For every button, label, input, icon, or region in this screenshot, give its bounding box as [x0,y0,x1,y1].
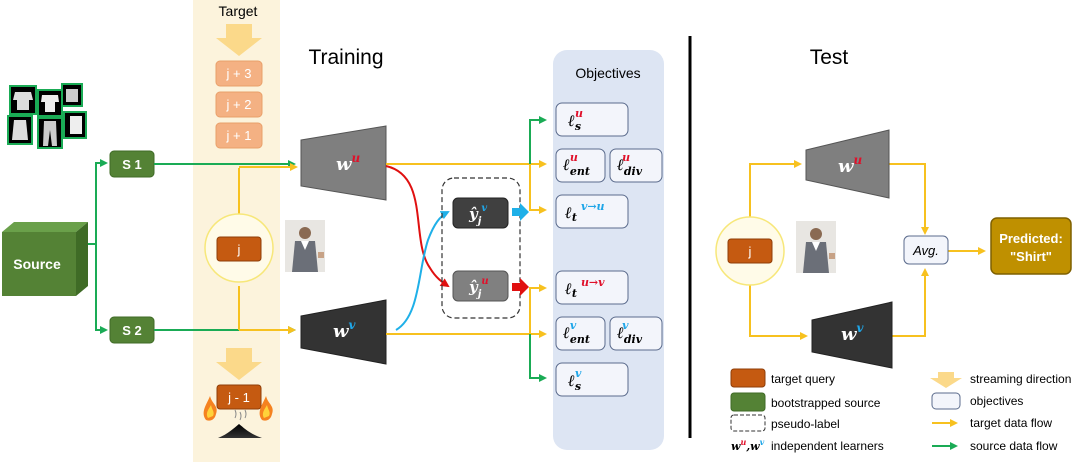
svg-text:ℓsv: ℓsv [567,367,582,393]
queue-box: j + 3 [215,60,263,87]
svg-text:ŷjv: ŷjv [468,203,487,227]
smoke-icon [234,409,247,421]
svg-text:Avg.: Avg. [912,243,939,258]
training-title: Training [308,46,383,69]
person-photo-icon [285,220,325,272]
svg-text:ŷju: ŷju [468,276,489,300]
streaming-arrow-icon [216,348,262,380]
objective-ls-u: ℓsu [555,102,629,137]
target-flow-lines [238,163,298,334]
svg-text:ℓtv→u: ℓtv→u [564,200,605,224]
svg-text:S 2: S 2 [122,323,142,338]
objective-lent-u: ℓentu [555,148,606,183]
clothing-thumbnails-icon [7,83,87,149]
streaming-arrow-icon [930,372,962,388]
svg-text:wu,wv: wu,wv [731,437,765,453]
test-query-box: j [727,238,773,264]
svg-text:streaming direction: streaming direction [970,372,1071,386]
pseudo-label-u-box: ŷju [452,270,509,302]
svg-text:wu: wu [336,151,361,175]
objective-lent-v: ℓentv [555,316,606,351]
svg-text:pseudo-label: pseudo-label [771,417,840,431]
queue-box: j + 1 [215,122,263,149]
svg-text:ℓsu: ℓsu [567,107,583,133]
ash-pile-icon [218,424,262,438]
svg-text:wu: wu [838,153,863,177]
test-learner-v-trapezoid: wv [811,301,893,369]
objective-lt-uv: ℓtu→v [555,270,629,305]
svg-text:independent learners: independent learners [771,439,884,453]
s2-box: S 2 [109,316,155,344]
svg-text:wv: wv [333,318,357,342]
learner-v-flow [386,284,547,382]
streaming-arrow-icon [216,24,262,56]
objectives-title: Objectives [575,65,640,81]
source-cube: Source [2,222,88,296]
test-learner-u-trapezoid: wu [805,129,890,199]
pseudo-label-v-flow [395,211,450,331]
svg-text:source data flow: source data flow [970,439,1058,453]
learner-v-trapezoid: wv [300,299,387,365]
test-flow-lines [749,160,986,340]
legend: target query bootstrapped source pseudo-… [730,368,1071,453]
svg-text:ℓdivv: ℓdivv [616,319,643,346]
test-title: Test [810,46,849,69]
svg-text:objectives: objectives [970,394,1023,408]
fire-icon [259,396,273,421]
objective-ls-v: ℓsv [555,362,629,397]
current-query-box: j [216,236,262,262]
pseudo-label-container [441,177,521,319]
objective-ldiv-u: ℓdivu [609,148,663,183]
objective-lt-vu: ℓtv→u [555,194,629,229]
svg-text:ℓentv: ℓentv [562,319,590,346]
predicted-box: Predicted: "Shirt" [990,217,1072,275]
s1-box: S 1 [109,150,155,178]
objective-ldiv-v: ℓdivv [609,316,663,351]
svg-text:"Shirt": "Shirt" [1010,249,1052,264]
svg-text:j + 3: j + 3 [226,66,252,81]
svg-text:target data flow: target data flow [970,416,1052,430]
learner-u-trapezoid: wu [300,125,387,201]
pseudo-label-u-flow [385,165,450,288]
past-query-box: j - 1 [216,384,262,410]
pseudo-v-arrow [512,203,529,221]
svg-text:target query: target query [771,372,835,386]
avg-box: Avg. [903,235,949,265]
svg-text:ℓtu→v: ℓtu→v [564,276,605,300]
svg-text:ℓentu: ℓentu [562,151,590,178]
source-flow-lines [88,159,108,334]
pseudo-u-arrow [512,278,529,296]
svg-text:Predicted:: Predicted: [999,231,1063,246]
svg-text:j - 1: j - 1 [227,390,250,405]
fire-icon [203,396,217,421]
learner-u-flow [386,116,547,214]
svg-text:j: j [237,242,241,257]
svg-text:S 1: S 1 [122,157,142,172]
person-photo-icon [796,221,836,273]
svg-text:j + 1: j + 1 [226,128,252,143]
svg-text:bootstrapped source: bootstrapped source [771,396,881,410]
svg-text:j: j [748,244,752,259]
pseudo-label-v-box: ŷjv [452,197,509,229]
svg-text:Source: Source [13,256,61,272]
svg-text:wv: wv [841,321,865,345]
svg-text:ℓdivu: ℓdivu [616,151,643,178]
target-label: Target [219,3,258,19]
queue-box: j + 2 [215,91,263,118]
svg-text:j + 2: j + 2 [226,97,252,112]
